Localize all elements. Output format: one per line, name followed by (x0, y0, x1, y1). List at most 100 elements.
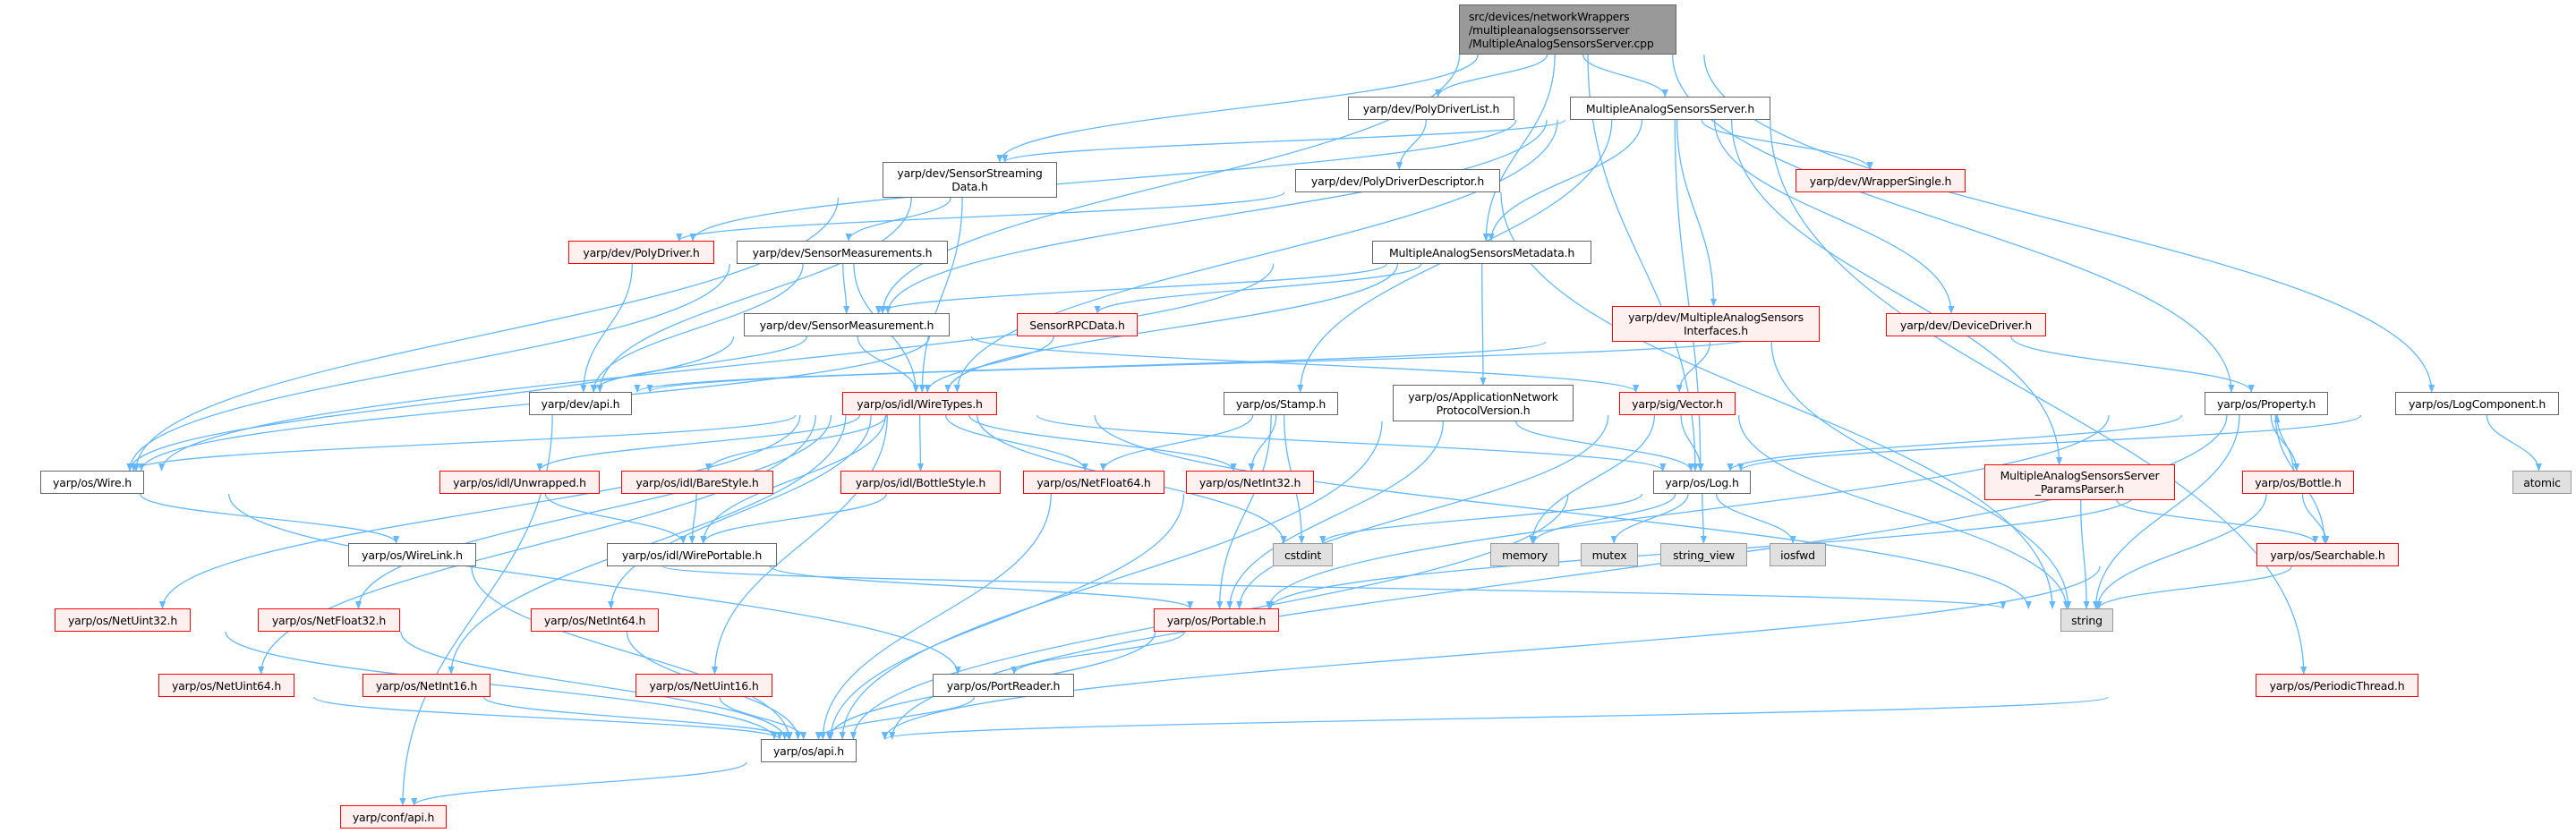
edge-sm-to-devapi (590, 336, 808, 393)
node-multipleanalogsensorsmetadata[interactable]: MultipleAnalogSensorsMetadata.h (1372, 241, 1591, 264)
node-periodicthread[interactable]: yarp/os/PeriodicThread.h (2256, 674, 2418, 697)
edge-wire-to-wirelink (139, 493, 400, 544)
node-wrappersingle[interactable]: yarp/dev/WrapperSingle.h (1796, 169, 1966, 192)
node-portreader[interactable]: yarp/os/PortReader.h (933, 674, 1074, 697)
node-multipleanalogsensorsinterfaces[interactable]: yarp/dev/MultipleAnalogSensors Interface… (1612, 306, 1820, 342)
edge-sms-to-wire (126, 263, 730, 472)
node-cstdint[interactable]: cstdint (1273, 543, 1333, 566)
edge-mass-to-dd (1713, 119, 1955, 314)
edge-masm-to-wire (158, 263, 1275, 472)
edge-mass-to-pd (689, 119, 1517, 242)
edge-vec-to-string (1737, 414, 2070, 609)
edge-prop-to-bottle (2270, 414, 2300, 472)
node-netuint16[interactable]: yarp/os/NetUint16.h (635, 674, 772, 697)
node-unwrapped[interactable]: yarp/os/idl/Unwrapped.h (439, 471, 600, 494)
node-mutex[interactable]: mutex (1581, 543, 1638, 566)
edge-stamp-to-nf64 (1099, 414, 1254, 472)
edge-sms-to-devapi (590, 263, 804, 393)
node-paramsparser[interactable]: MultipleAnalogSensorsServer _ParamsParse… (1984, 464, 2175, 500)
edge-wt-to-nu32 (158, 414, 801, 609)
node-sig-vector[interactable]: yarp/sig/Vector.h (1619, 392, 1736, 415)
edge-wt-to-unw (536, 414, 861, 472)
node-conf-api[interactable]: yarp/conf/api.h (340, 805, 447, 829)
edge-prop-to-log (1727, 414, 2183, 472)
node-dev-api[interactable]: yarp/dev/api.h (529, 392, 632, 415)
edge-wt-to-bare (704, 414, 887, 472)
edge-masm-to-anpv (1480, 263, 1487, 386)
edge-vec-to-portable (1236, 414, 1609, 609)
edge-wp-to-portable (770, 565, 1194, 609)
edge-ppar-to-string (2080, 499, 2090, 609)
node-polydriverdescriptor[interactable]: yarp/dev/PolyDriverDescriptor.h (1295, 169, 1500, 192)
edge-dd-to-devapi (646, 336, 1759, 393)
edge-pd-to-devapi (580, 263, 633, 393)
edge-wt-to-bstyle (917, 414, 925, 472)
node-netfloat64[interactable]: yarp/os/NetFloat64.h (1023, 471, 1164, 494)
edge-root-to-pdl (1435, 54, 1548, 98)
edge-ni32-to-osapi (827, 493, 1185, 740)
edge-bstyle-to-wp (700, 493, 887, 544)
node-sensorrpcdata[interactable]: SensorRPCData.h (1017, 313, 1138, 336)
node-bottlestyle[interactable]: yarp/os/idl/BottleStyle.h (840, 471, 1001, 494)
node-polydriver[interactable]: yarp/dev/PolyDriver.h (568, 241, 714, 264)
node-memory[interactable]: memory (1490, 543, 1559, 566)
edge-portable-to-portreader (1011, 631, 1185, 675)
edge-ssd-to-wt (918, 197, 963, 393)
edge-wt-to-ni64 (608, 414, 872, 609)
node-logcomponent[interactable]: yarp/os/LogComponent.h (2395, 392, 2559, 415)
node-netuint32[interactable]: yarp/os/NetUint32.h (55, 608, 191, 632)
edge-anpv-to-log (1515, 421, 1694, 472)
node-netint64[interactable]: yarp/os/NetInt64.h (531, 608, 659, 632)
edge-nu16-to-osapi (719, 696, 807, 740)
node-root-source-file[interactable]: src/devices/networkWrappers /multipleana… (1459, 4, 1676, 55)
node-string-view[interactable]: string_view (1660, 543, 1747, 566)
edge-mass-to-log (1674, 119, 1704, 472)
node-netfloat32[interactable]: yarp/os/NetFloat32.h (258, 608, 400, 632)
node-wireportable[interactable]: yarp/os/idl/WirePortable.h (607, 543, 777, 566)
edge-vec-to-log (1680, 414, 1704, 472)
node-wirelink[interactable]: yarp/os/WireLink.h (348, 543, 476, 566)
node-atomic[interactable]: atomic (2512, 471, 2572, 494)
node-bottle[interactable]: yarp/os/Bottle.h (2242, 471, 2354, 494)
node-polydriverlist[interactable]: yarp/dev/PolyDriverList.h (1348, 97, 1514, 120)
node-applicationnetworkprotocolversion[interactable]: yarp/os/ApplicationNetwork ProtocolVersi… (1393, 385, 1574, 421)
edge-mass-to-ssd (1002, 119, 1566, 163)
node-multipleanalogsensorsserver-h[interactable]: MultipleAnalogSensorsServer.h (1570, 97, 1770, 120)
edge-log-to-iosfwd (1715, 493, 1796, 544)
edge-wt-to-nu16 (711, 414, 888, 675)
node-wire[interactable]: yarp/os/Wire.h (40, 471, 144, 494)
edge-ppar-to-search (2116, 499, 2319, 544)
edge-wt-to-nf32 (354, 414, 832, 609)
node-sensorstreamingdata[interactable]: yarp/dev/SensorStreaming Data.h (883, 162, 1057, 198)
edge-bare-to-wp (688, 493, 697, 544)
edge-portreader-to-osapi (815, 696, 976, 740)
edge-nu64-to-osapi (312, 696, 783, 740)
node-log[interactable]: yarp/os/Log.h (1653, 471, 1751, 494)
edge-bottle-to-search (2301, 493, 2330, 544)
node-searchable[interactable]: yarp/os/Searchable.h (2256, 543, 2399, 566)
node-sensormeasurements[interactable]: yarp/dev/SensorMeasurements.h (737, 241, 948, 264)
edge-bottle-to-prop (2273, 414, 2294, 472)
edge-log-to-memory (1530, 493, 1676, 544)
node-os-api[interactable]: yarp/os/api.h (761, 739, 857, 762)
node-netuint64[interactable]: yarp/os/NetUint64.h (158, 674, 294, 697)
edge-wt-to-nf64 (945, 414, 1088, 472)
node-barestyle[interactable]: yarp/os/idl/BareStyle.h (621, 471, 773, 494)
edge-masm-to-rpc (1094, 263, 1422, 314)
node-portable[interactable]: yarp/os/Portable.h (1154, 608, 1279, 632)
node-property[interactable]: yarp/os/Property.h (2205, 392, 2328, 415)
node-stamp[interactable]: yarp/os/Stamp.h (1224, 392, 1338, 415)
edge-ni16-to-osapi (482, 696, 793, 740)
edge-nu32-to-osapi (225, 631, 778, 740)
edge-stamp-to-portable (1216, 414, 1272, 609)
edge-ssd-to-sms (845, 197, 951, 242)
node-devicedriver[interactable]: yarp/dev/DeviceDriver.h (1886, 313, 2046, 336)
node-wiretypes[interactable]: yarp/os/idl/WireTypes.h (842, 392, 997, 415)
node-sensormeasurement[interactable]: yarp/dev/SensorMeasurement.h (744, 313, 950, 336)
edge-masm-to-sm (875, 263, 1387, 314)
node-netint32[interactable]: yarp/os/NetInt32.h (1186, 471, 1314, 494)
node-netint16[interactable]: yarp/os/NetInt16.h (363, 674, 490, 697)
edge-masi-to-string (1770, 341, 2072, 609)
node-string[interactable]: string (2060, 608, 2113, 632)
node-iosfwd[interactable]: iosfwd (1770, 543, 1826, 566)
